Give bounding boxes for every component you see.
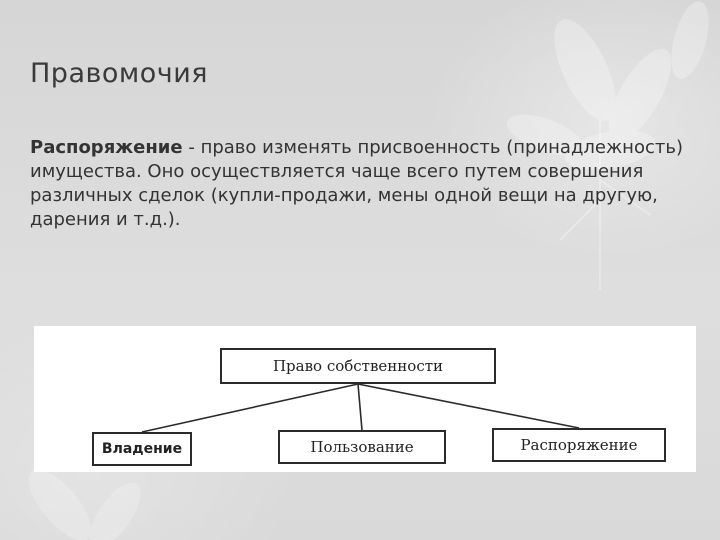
connector-line-3 bbox=[357, 383, 580, 429]
defined-term: Распоряжение bbox=[30, 137, 183, 158]
diagram-child-box-3: Распоряжение bbox=[492, 428, 666, 462]
connector-line-1 bbox=[141, 383, 359, 433]
ownership-diagram: Право собственности Владение Пользование… bbox=[34, 326, 696, 472]
diagram-child-box-1: Владение bbox=[92, 432, 192, 466]
definition-paragraph: Распоряжение - право изменять присвоенно… bbox=[30, 136, 700, 232]
definition-text: - право изменять присвоенность (принадле… bbox=[30, 137, 683, 230]
diagram-child-box-2: Пользование bbox=[278, 430, 446, 464]
diagram-root-box: Право собственности bbox=[220, 348, 496, 384]
connector-line-2 bbox=[357, 383, 363, 431]
slide-title: Правомочия bbox=[30, 58, 209, 89]
diagram-connectors bbox=[141, 383, 580, 433]
